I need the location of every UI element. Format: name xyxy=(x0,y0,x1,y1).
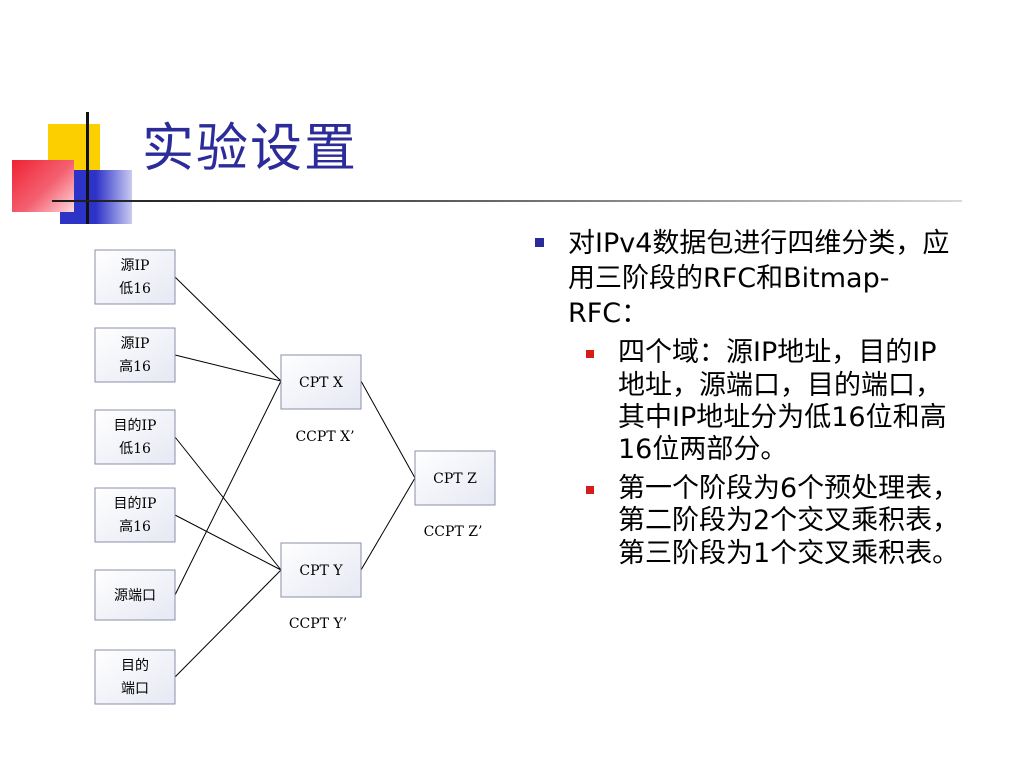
bullet-main: 对IPv4数据包进行四维分类，应用三阶段的RFC和Bitmap-RFC： xyxy=(530,226,960,331)
input-label-line1: 目的 xyxy=(121,658,149,674)
bullet-list: 对IPv4数据包进行四维分类，应用三阶段的RFC和Bitmap-RFC： 四个域… xyxy=(530,226,960,570)
input-label-line1: 目的IP xyxy=(114,418,157,434)
input-label-line1: 目的IP xyxy=(114,496,157,512)
bullet-sub: 四个域：源IP地址，目的IP地址，源端口，目的端口，其中IP地址分为低16位和高… xyxy=(530,337,960,467)
input-field-box-dst-ip-high: 目的IP 高16 xyxy=(94,487,176,543)
bullet-sub: 第一个阶段为6个预处理表，第二阶段为2个交叉乘积表，第三阶段为1个交叉乘积表。 xyxy=(530,473,960,570)
cpt-x-label: CPT X xyxy=(299,375,343,391)
connection-lines xyxy=(174,276,416,678)
input-label-line2: 端口 xyxy=(121,681,149,697)
input-label-line1: 源IP xyxy=(121,336,150,352)
edge-in5-x xyxy=(174,380,282,596)
bullet-square-icon xyxy=(586,485,594,494)
page-title: 实验设置 xyxy=(142,119,359,179)
input-field-box-src-ip-high: 源IP 高16 xyxy=(94,327,176,383)
edge-in4-y xyxy=(174,514,282,571)
input-label-line2: 低16 xyxy=(119,281,151,297)
input-field-box-dst-ip-low: 目的IP 低16 xyxy=(94,409,176,465)
bullet-square-icon xyxy=(535,238,544,247)
input-label-line2: 低16 xyxy=(119,441,151,457)
bullet-sub-text: 四个域：源IP地址，目的IP地址，源端口，目的端口，其中IP地址分为低16位和高… xyxy=(618,337,947,466)
cpt-z-box: CPT Z xyxy=(414,450,496,506)
input-label-line2: 高16 xyxy=(119,518,151,535)
input-field-box-src-ip-low: 源IP 低16 xyxy=(94,249,176,305)
bullet-main-text: 对IPv4数据包进行四维分类，应用三阶段的RFC和Bitmap-RFC： xyxy=(568,228,950,330)
ccpt-z-label: CCPT Z’ xyxy=(424,524,483,540)
input-label-line1: 源IP xyxy=(121,258,150,274)
edge-x-z xyxy=(360,380,416,479)
edge-in3-y xyxy=(174,436,282,571)
input-label-line2: 高16 xyxy=(119,358,151,375)
cpt-y-box: CPT Y xyxy=(280,542,362,598)
cpt-z-label: CPT Z xyxy=(433,471,477,487)
title-divider xyxy=(52,200,962,202)
input-field-box-dst-port: 目的 端口 xyxy=(94,649,176,705)
cpt-x-box: CPT X xyxy=(280,354,362,410)
edge-y-z xyxy=(360,477,416,571)
deco-vertical-line xyxy=(86,112,89,224)
edge-in1-x xyxy=(174,276,282,382)
deco-red-square xyxy=(12,160,74,212)
ccpt-y-label: CCPT Y’ xyxy=(289,616,347,632)
input-label-line1: 源端口 xyxy=(114,588,156,604)
ccpt-x-label: CCPT X’ xyxy=(295,429,354,445)
edge-in2-x xyxy=(174,354,282,382)
cpt-y-label: CPT Y xyxy=(299,563,343,579)
bullet-sub-text: 第一个阶段为6个预处理表，第二阶段为2个交叉乘积表，第三阶段为1个交叉乘积表。 xyxy=(618,472,960,569)
edge-in6-y xyxy=(174,569,282,678)
input-field-box-src-port: 源端口 xyxy=(94,569,176,621)
bullet-square-icon xyxy=(586,350,594,359)
